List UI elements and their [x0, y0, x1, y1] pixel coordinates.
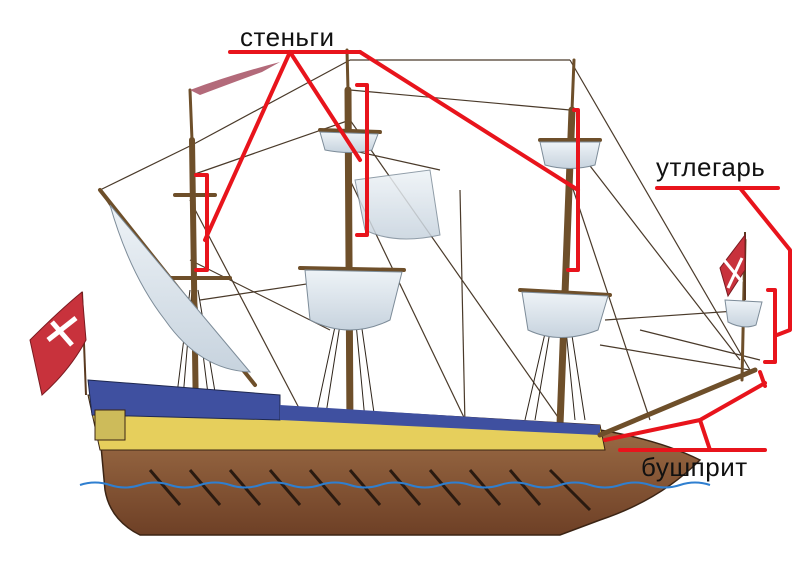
jib-boom-label: утлегарь	[656, 152, 766, 182]
jib-boom-bracket	[763, 288, 777, 364]
water-line	[79, 481, 711, 489]
annotation-leaders	[194, 50, 792, 452]
flags	[29, 62, 746, 396]
topmasts-leader-mizzen	[358, 50, 580, 192]
rigging	[99, 59, 761, 431]
topmasts-label: стеньги	[240, 22, 335, 52]
masts	[188, 48, 747, 434]
topmasts-bracket-main	[355, 83, 369, 237]
topmasts-leader-main	[288, 50, 362, 162]
topmasts-bracket-mizzen	[566, 108, 580, 272]
bowsprit-label: бушприт	[641, 452, 748, 482]
hull	[87, 367, 758, 536]
bowsprit-tick	[758, 370, 767, 388]
sails	[109, 131, 763, 373]
bowsprit-leader-tip	[698, 381, 767, 422]
jib-boom-leader	[738, 186, 792, 337]
topmasts-bracket-fore	[194, 173, 209, 272]
shrouds	[174, 279, 586, 421]
yards	[98, 128, 612, 387]
ship-illustration	[29, 48, 763, 536]
topmasts-leader-fore	[203, 50, 292, 242]
